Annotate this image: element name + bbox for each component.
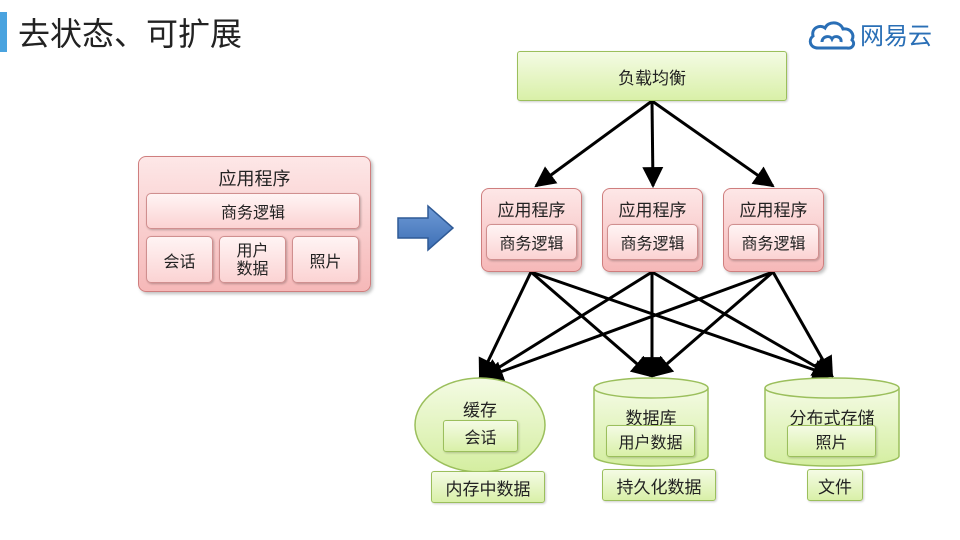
lb-to-app-2 bbox=[642, 100, 664, 189]
app-node-title: 应用程序 bbox=[497, 201, 566, 221]
lb-to-app-3 bbox=[651, 99, 775, 188]
lb-to-app-1 bbox=[534, 99, 653, 188]
left-photo: 照片 bbox=[292, 236, 359, 283]
storage-content: 照片 bbox=[787, 425, 876, 457]
left-user-data: 用户 数据 bbox=[219, 236, 286, 283]
app-node-title: 应用程序 bbox=[618, 201, 687, 221]
app2-to-cache bbox=[480, 270, 653, 380]
app-node-logic: 商务逻辑 bbox=[486, 224, 577, 260]
app-node-logic: 商务逻辑 bbox=[728, 224, 819, 260]
app3-to-storage bbox=[771, 271, 834, 378]
app3-to-cache bbox=[482, 270, 774, 382]
left-app-title: 应用程序 bbox=[218, 169, 291, 190]
database-caption: 持久化数据 bbox=[602, 469, 716, 501]
app2-to-storage bbox=[651, 270, 834, 378]
storage-caption: 文件 bbox=[807, 469, 863, 501]
storage-title: 分布式存储 bbox=[789, 409, 875, 429]
cache-title: 缓存 bbox=[463, 401, 497, 421]
left-business-logic: 商务逻辑 bbox=[146, 193, 360, 229]
app-node-title: 应用程序 bbox=[739, 201, 808, 221]
brand-name: 网易云 bbox=[860, 22, 932, 50]
cloud-icon bbox=[808, 21, 856, 50]
database-title: 数据库 bbox=[625, 409, 677, 429]
right-arrow-icon bbox=[397, 204, 455, 252]
app-node-logic: 商务逻辑 bbox=[607, 224, 698, 260]
cache-content: 会话 bbox=[443, 420, 518, 452]
brand-logo bbox=[806, 18, 936, 54]
app1-to-db bbox=[530, 270, 653, 378]
app3-to-db bbox=[651, 270, 774, 378]
left-session: 会话 bbox=[146, 236, 213, 283]
title-accent-bar bbox=[0, 12, 7, 52]
load-balancer: 负载均衡 bbox=[517, 51, 787, 101]
app1-to-storage bbox=[530, 270, 834, 380]
page-title: 去状态、可扩展 bbox=[18, 15, 243, 53]
cache-caption: 内存中数据 bbox=[431, 471, 545, 503]
database-content: 用户数据 bbox=[606, 425, 695, 457]
